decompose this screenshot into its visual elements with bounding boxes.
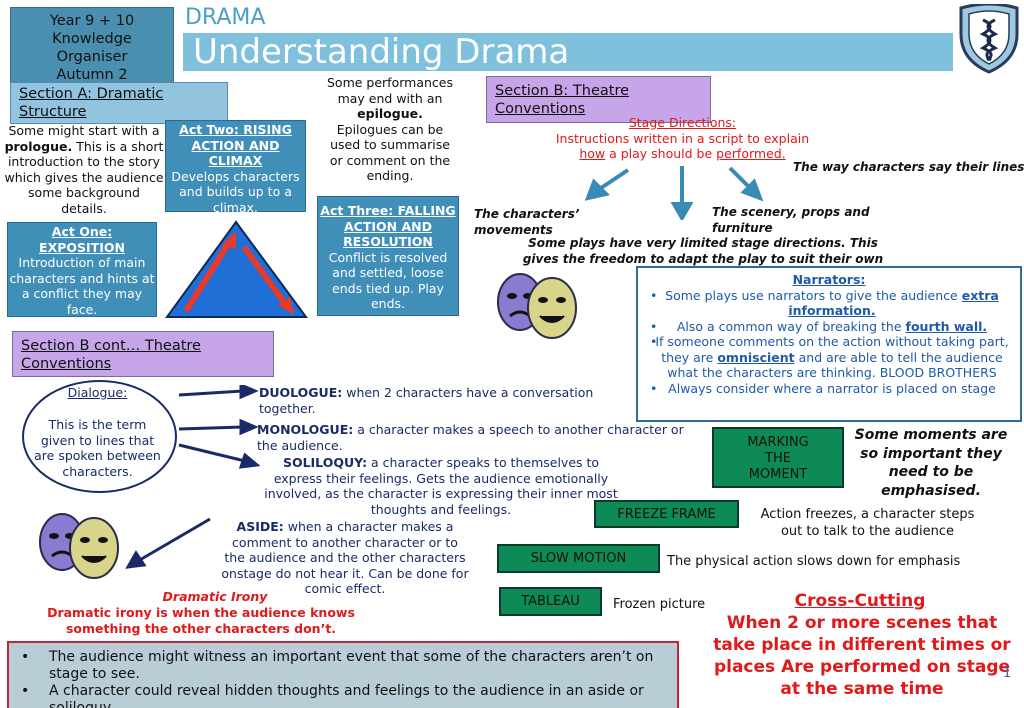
freytag-triangle-icon (165, 220, 308, 318)
dialogue-ellipse (22, 380, 177, 493)
narrators-text: and are able to tell the audience what t… (667, 349, 1003, 381)
slow-motion-desc: The physical action slows down for empha… (667, 554, 961, 569)
theatre-masks-icon (497, 273, 577, 339)
prologue-bold: prologue. (4, 138, 73, 154)
marking-moment-box: MARKING THE MOMENT (712, 427, 844, 488)
marking-moment-note: Some moments are so important they need … (854, 427, 1008, 499)
irony-bullet: The audience might witness an important … (21, 649, 669, 683)
narrators-title: Narrators: (792, 272, 866, 287)
how-word: how (579, 146, 606, 161)
act-one-title: Act One: EXPOSITION (39, 224, 125, 255)
freeze-frame-box: FREEZE FRAME (594, 500, 739, 528)
aside-arrow-icon (125, 517, 211, 569)
epilogue-bold: epilogue. (357, 106, 423, 121)
section-b-cont-heading: Section B cont… Theatre Conventions (12, 331, 274, 377)
epilogue-text: Some performances may end with an epilog… (327, 75, 453, 184)
soliloquy-text: SOLILOQUY: a character speaks to themsel… (262, 455, 620, 517)
dramatic-irony-box: The audience might witness an important … (7, 641, 679, 708)
narrators-box: Narrators: Some plays use narrators to g… (636, 266, 1022, 422)
epilogue-post: Epilogues can be used to summarise or co… (329, 121, 451, 184)
act-two-box: Act Two: RISING ACTION AND CLIMAX Develo… (165, 120, 306, 215)
prologue-pre: Some might start with a (8, 123, 160, 138)
narrators-text: Some plays use narrators to give the aud… (665, 287, 962, 303)
soliloquy-def: a character speaks to themselves to expr… (264, 455, 618, 517)
narrators-item: If someone comments on the action withou… (646, 334, 1012, 381)
narrators-emph: extra information. (788, 287, 999, 319)
section-b-heading: Section B: Theatre Conventions (486, 76, 711, 123)
cross-cutting-body: When 2 or more scenes that take place in… (713, 613, 1011, 699)
info-line: Autumn 2 (56, 67, 128, 83)
branch-arrows-icon (584, 166, 764, 220)
stage-directions-title: Stage Directions: (628, 115, 737, 130)
slow-motion-box: SLOW MOTION (497, 544, 660, 573)
irony-bullet: A character could reveal hidden thoughts… (21, 683, 669, 708)
duologue-text: DUOLOGUE: when 2 characters have a conve… (259, 385, 649, 416)
narrators-item: Some plays use narrators to give the aud… (646, 288, 1012, 319)
narrators-emph: omniscient (717, 349, 795, 365)
page-number: 1 (1003, 666, 1012, 681)
dialogue-body: This is the term given to lines that are… (34, 417, 161, 479)
branch-left-text: The characters’ movements (474, 207, 580, 237)
act-two-body: Develops characters and builds up to a c… (171, 168, 300, 215)
info-line: Year 9 + 10 (49, 13, 135, 29)
tableau-box: TABLEAU (499, 587, 602, 616)
section-a-heading: Section A: Dramatic Structure (10, 82, 228, 124)
theatre-masks-icon (39, 513, 119, 579)
dialogue-title: Dialogue: (67, 385, 128, 400)
page-title: Understanding Drama (193, 32, 570, 72)
section-b-heading-text: Section B: Theatre Conventions (495, 83, 630, 117)
info-line: Knowledge (52, 31, 132, 47)
act-three-title: Act Three: FALLING ACTION AND RESOLUTION (320, 203, 456, 249)
narrators-item: Always consider where a narrator is plac… (646, 381, 1012, 397)
act-three-box: Act Three: FALLING ACTION AND RESOLUTION… (317, 196, 459, 316)
act-three-body: Conflict is resolved and settled, loose … (328, 249, 448, 312)
narrators-item: Also a common way of breaking the fourth… (646, 319, 1012, 335)
narrators-text: Always consider where a narrator is plac… (668, 380, 996, 396)
dramatic-irony-definition: Dramatic irony is when the audience know… (47, 605, 355, 636)
tableau-desc: Frozen picture (613, 597, 706, 612)
monologue-text: MONOLOGUE: a character makes a speech to… (257, 422, 697, 453)
narrators-emph: fourth wall. (905, 318, 988, 334)
stage-directions-line: Instructions written in a script to expl… (555, 130, 810, 146)
subject-label: DRAMA (185, 5, 266, 30)
branch-middle-text: The scenery, props and furniture (712, 205, 870, 235)
aside-def: when a character makes a comment to anot… (221, 519, 469, 596)
stage-directions-line2: how a play should be performed. (540, 146, 825, 162)
epilogue-pre: Some performances may end with an (327, 75, 453, 106)
narrators-text: If someone comments on the action withou… (655, 334, 1009, 365)
cross-cutting-title: Cross-Cutting (794, 591, 926, 611)
aside-text: ASIDE: when a character makes a comment … (220, 519, 470, 597)
monologue-def: a character makes a speech to another ch… (257, 422, 684, 453)
dialogue-arrows-icon (178, 385, 260, 469)
act-two-title: Act Two: RISING ACTION AND CLIMAX (179, 122, 292, 168)
freeze-frame-desc: Action freezes, a character steps out to… (760, 507, 975, 539)
performed-word: performed. (716, 146, 786, 161)
narrators-text: Also a common way of breaking the (676, 318, 906, 334)
aside-term: ASIDE: (236, 519, 284, 534)
act-one-box: Act One: EXPOSITION Introduction of main… (7, 222, 157, 317)
prologue-post: This is a short introduction to the stor… (4, 138, 164, 216)
shield-crest-icon (959, 4, 1019, 74)
monologue-term: MONOLOGUE: (257, 422, 354, 437)
info-box: Year 9 + 10 Knowledge Organiser Autumn 2 (10, 7, 174, 92)
prologue-text: Some might start with a prologue. This i… (4, 123, 164, 216)
duologue-def: when 2 characters have a conversation to… (259, 385, 594, 416)
mid-text: a play should be (605, 146, 717, 161)
dramatic-irony-title: Dramatic Irony (162, 589, 268, 604)
section-a-heading-text: Section A: Dramatic Structure (19, 86, 164, 120)
soliloquy-term: SOLILOQUY: (282, 455, 368, 470)
branch-right-text: The way characters say their lines (793, 160, 1024, 174)
act-one-body: Introduction of main characters and hint… (9, 255, 155, 317)
title-band (183, 33, 953, 71)
duologue-term: DUOLOGUE: (259, 385, 343, 400)
section-b-cont-heading-text: Section B cont… Theatre Conventions (21, 338, 201, 372)
info-line: Organiser (56, 49, 128, 65)
stage-directions: Stage Directions: Instructions written i… (540, 115, 825, 162)
